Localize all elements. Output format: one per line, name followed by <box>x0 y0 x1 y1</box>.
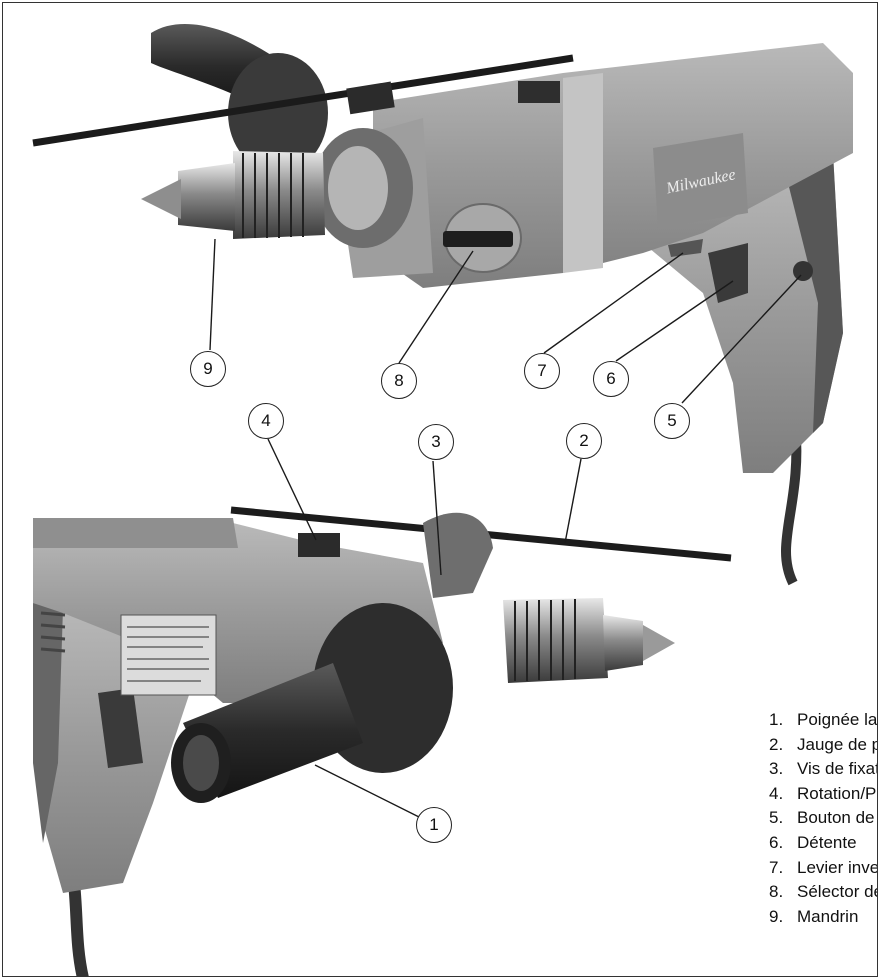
legend-label: Vis de fixation <box>797 759 877 779</box>
callout-1: 1 <box>416 807 452 843</box>
leader-lines <box>209 238 802 818</box>
legend-item: 1. Poignée latérale <box>769 708 878 733</box>
legend-label: Détente <box>797 832 857 852</box>
legend-item: 3. Vis de fixation <box>769 757 877 782</box>
top-drill-image: Milwaukee <box>32 24 853 586</box>
callout-4: 4 <box>248 403 284 439</box>
callout-7: 7 <box>524 353 560 389</box>
legend-number: 2. <box>769 734 784 754</box>
legend-number: 3. <box>769 759 784 779</box>
legend-item: 5. Bouton de verrouillage <box>769 806 877 831</box>
legend-item: 2. Jauge de profondeur <box>769 733 877 758</box>
legend-number: 7. <box>769 857 784 877</box>
callout-8: 8 <box>381 363 417 399</box>
legend-label: Rotation/Percussion levier <box>797 783 877 803</box>
callout-3: 3 <box>418 424 454 460</box>
callout-6: 6 <box>593 361 629 397</box>
legend-item: 9. Mandrin <box>769 905 877 930</box>
callout-9: 9 <box>190 351 226 387</box>
legend-number: 1. <box>769 710 784 729</box>
legend-item: 8. Sélector de vitesse <box>769 880 877 905</box>
legend-label: Sélector de vitesse <box>797 882 877 902</box>
legend-number: 8. <box>769 882 784 902</box>
parts-legend: 1. Poignée latérale 2. Jauge de profondeur… <box>769 708 878 930</box>
legend-item: 4. Rotation/Percussion levier <box>769 782 877 807</box>
bottom-drill-image <box>33 506 732 976</box>
legend-number: 4. <box>769 783 784 803</box>
legend-number: 9. <box>769 906 784 926</box>
legend-item: 7. Levier inverseur <box>769 856 878 881</box>
legend-label: Poignée latérale <box>797 710 878 729</box>
legend-label: Jauge de profondeur <box>797 734 877 754</box>
legend-label: Levier inverseur <box>797 857 878 877</box>
callout-5: 5 <box>654 403 690 439</box>
legend-number: 6. <box>769 832 784 852</box>
drill-photo: Milwaukee <box>32 24 877 976</box>
legend-item: 6. Détente <box>769 831 877 856</box>
legend-number: 5. <box>769 808 784 828</box>
callout-2: 2 <box>566 423 602 459</box>
legend-label: Mandrin <box>797 906 859 926</box>
legend-label: Bouton de verrouillage <box>797 808 877 828</box>
